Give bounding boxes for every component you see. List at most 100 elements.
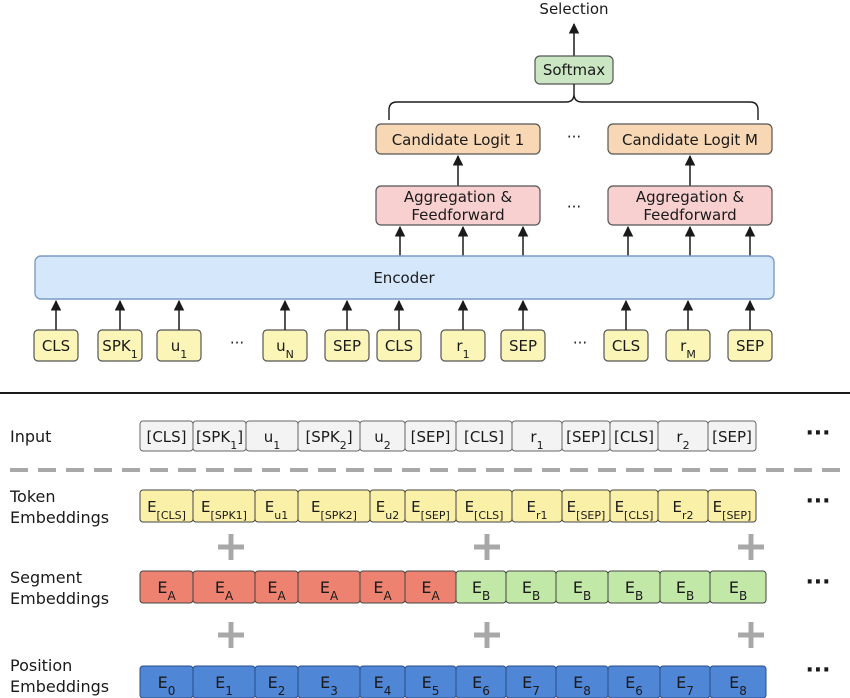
token-embedding-cell: E[CLS]	[609, 489, 659, 523]
segment-embedding-cell-label: EA	[157, 578, 176, 603]
input-token-cell-label: [SEP]	[566, 428, 606, 446]
encoder-input-token-label: SEP	[333, 337, 361, 355]
aggregation-feedforward-1: Aggregation & Feedforward	[375, 185, 541, 226]
segment-embedding-cell-label: EB	[573, 578, 591, 603]
candidate-logit-m-label: Candidate Logit M	[622, 131, 758, 149]
segment-embedding-cell: EA	[254, 570, 299, 604]
row-label-segment-1: Segment	[10, 568, 82, 587]
segment-embedding-cell-label: EA	[267, 578, 286, 603]
input-token-cell-label: [SEP]	[411, 428, 451, 446]
position-embedding-cell-label: E5	[422, 673, 440, 698]
input-token-row: [CLS][SPK1]u1[SPK2]u2[SEP][CLS]r1[SEP][C…	[139, 420, 757, 452]
segment-embedding-cell-label: EA	[373, 578, 392, 603]
encoder-input-token-label: rM	[680, 337, 696, 361]
input-more-ellipsis: ···	[805, 421, 830, 446]
segment-more-ellipsis: ···	[805, 570, 830, 595]
token-embedding-cell: Er2	[657, 489, 709, 523]
segment-embedding-cell: EA	[297, 570, 361, 604]
plus-signs	[218, 534, 764, 648]
input-token-cell: [SPK2]	[297, 420, 361, 452]
row-label-input: Input	[10, 427, 51, 446]
row-label-position-2: Embeddings	[10, 677, 109, 696]
row-label-token-1: Token	[9, 487, 56, 506]
token-embedding-cell: E[SPK2]	[297, 489, 371, 523]
candidate-logit-1-label: Candidate Logit 1	[392, 131, 525, 149]
segment-embedding-cell-label: EB	[472, 578, 490, 603]
input-token-cell-label: [SPK2]	[305, 428, 352, 452]
position-embedding-cell: E7	[659, 665, 711, 698]
aggregation-ellipsis: ···	[567, 198, 581, 216]
token-embedding-cell: Eu1	[254, 489, 299, 523]
input-token-cell: u1	[245, 420, 299, 452]
row-label-position-1: Position	[10, 656, 72, 675]
encoder-input-token-label: SEP	[736, 337, 764, 355]
aggregation-m-line-2: Feedforward	[643, 206, 736, 224]
position-embedding-cell-label: E8	[573, 673, 591, 698]
row-label-segment-2: Embeddings	[10, 589, 109, 608]
position-embedding-cell: E4	[359, 665, 406, 698]
encoder-input-token: CLS	[603, 329, 649, 362]
input-token-cell-label: [CLS]	[464, 428, 504, 446]
softmax-label: Softmax	[543, 61, 605, 79]
token-embedding-cell-label: E[SPK1]	[201, 498, 247, 522]
input-token-cell: [CLS]	[139, 420, 194, 452]
aggregation-1-line-2: Feedforward	[411, 206, 504, 224]
token-embedding-cell-label: Er2	[672, 498, 693, 522]
token-embedding-cell: E[SEP]	[561, 489, 611, 523]
encoder-input-token: SEP	[324, 329, 370, 362]
input-token-cell-label: r1	[530, 428, 543, 452]
token-embedding-cell-label: E[SEP]	[713, 498, 752, 522]
position-embedding-cell-label: E3	[320, 673, 338, 698]
token-embedding-cell: Eu2	[369, 489, 406, 523]
plus-icon	[474, 622, 500, 648]
segment-embedding-cell-label: EB	[676, 578, 694, 603]
candidate-logit-1: Candidate Logit 1	[375, 123, 541, 155]
position-embedding-cell-label: E6	[472, 673, 490, 698]
segment-embedding-cell-label: EB	[729, 578, 747, 603]
plus-icon	[218, 534, 244, 560]
position-embedding-cell: E1	[192, 665, 256, 698]
encoder-input-token: SEP	[727, 329, 773, 362]
segment-embedding-cell-label: EB	[625, 578, 643, 603]
input-token-cell: [CLS]	[455, 420, 513, 452]
position-embedding-cell: E7	[505, 665, 557, 698]
row-label-token-2: Embeddings	[10, 508, 109, 527]
segment-embedding-cell: EA	[139, 570, 194, 604]
token-embedding-cell-label: E[SEP]	[411, 498, 450, 522]
encoder-input-token: CLS	[33, 329, 79, 362]
selection-label: Selection	[539, 0, 608, 18]
input-token-cell-label: u2	[374, 428, 391, 452]
input-token-cell: [SEP]	[404, 420, 457, 452]
input-ellipsis: ···	[230, 334, 244, 352]
segment-embedding-cell: EA	[192, 570, 256, 604]
encoder-input-token: r1	[440, 329, 486, 362]
plus-icon	[738, 534, 764, 560]
position-embedding-cell: E8	[555, 665, 609, 698]
token-embedding-cell: E[CLS]	[455, 489, 513, 523]
token-embedding-cell: E[SEP]	[707, 489, 757, 523]
input-token-cell-label: [CLS]	[614, 428, 654, 446]
position-embedding-cell-label: E2	[268, 673, 286, 698]
encoder-input-token-label: SPK1	[102, 337, 137, 361]
input-representation-section: Input Token Embeddings Segment Embedding…	[9, 420, 842, 698]
encoder-input-token: uN	[262, 329, 308, 362]
segment-embedding-cell: EB	[555, 570, 609, 604]
position-embedding-cell: E3	[297, 665, 361, 698]
aggregation-m-line-1: Aggregation &	[636, 188, 745, 206]
input-token-cell-label: r2	[676, 428, 689, 452]
token-embedding-cell-label: E[SPK2]	[311, 498, 357, 522]
encoder-box	[34, 255, 775, 300]
input-token-cell-label: [SEP]	[712, 428, 752, 446]
input-ellipsis: ···	[573, 334, 587, 352]
segment-embedding-cell: EB	[659, 570, 711, 604]
token-embedding-cell-label: E[SEP]	[567, 498, 606, 522]
position-embedding-cell-label: E7	[522, 673, 540, 698]
segment-embedding-cell: EB	[709, 570, 767, 604]
input-token-cell: r1	[511, 420, 563, 452]
position-embedding-cell: E6	[607, 665, 661, 698]
segment-embedding-cell-label: EB	[522, 578, 540, 603]
encoder-input-token-label: CLS	[612, 337, 640, 355]
